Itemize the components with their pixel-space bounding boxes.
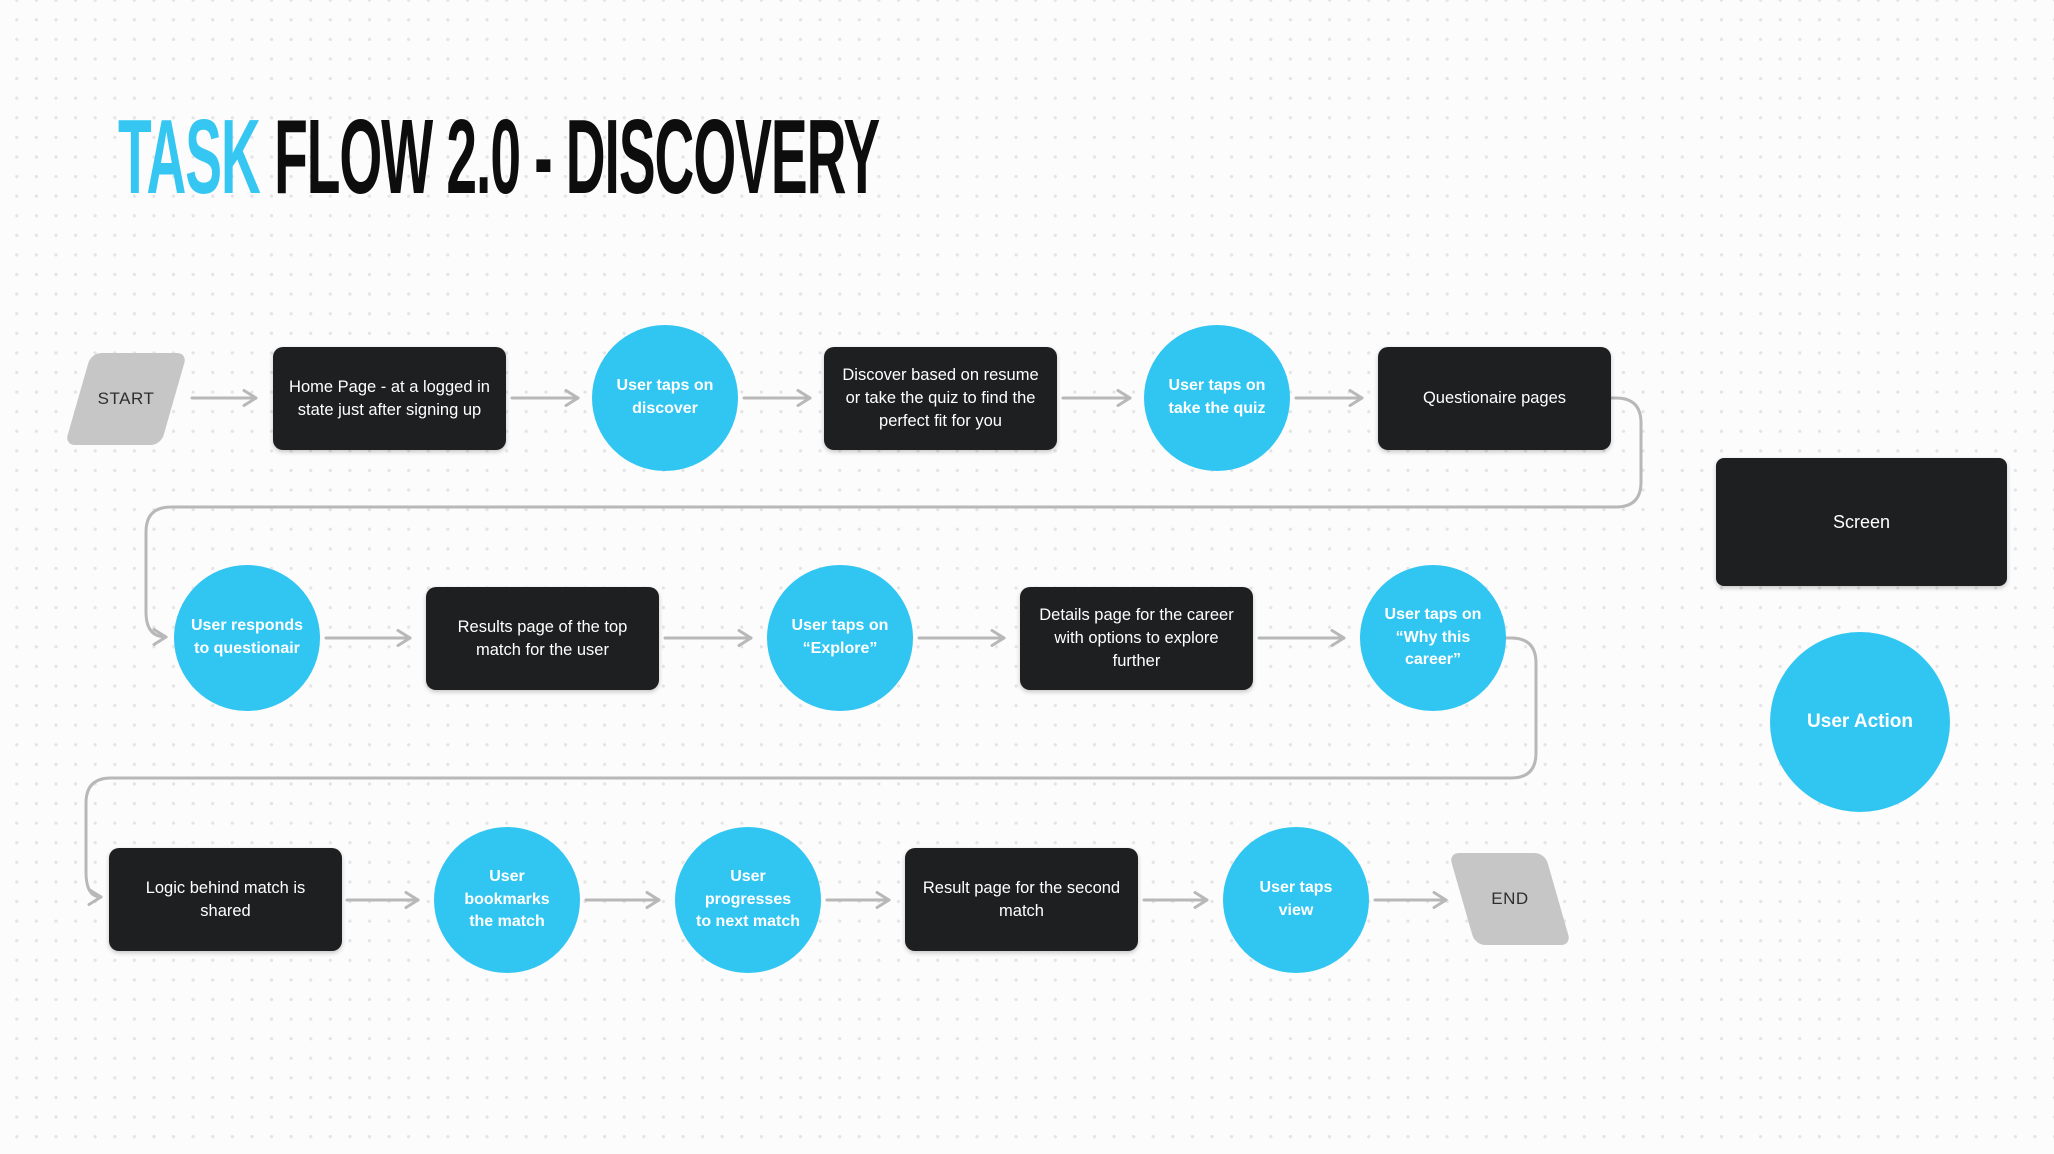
legend-screen-label: Screen — [1832, 511, 1891, 532]
node-home-page[interactable]: Home Page - at a logged in state just af… — [273, 347, 506, 450]
taps-view-label: User taps view — [1259, 879, 1333, 919]
legend-user-action-label: User Action — [1807, 711, 1913, 732]
logic-shared-label: Logic behind match is shared — [145, 878, 306, 920]
discover-prompt-label: Discover based on resume or take the qui… — [842, 366, 1039, 430]
taps-why-career-label: User taps on “Why this career” — [1384, 605, 1482, 669]
page-title-rest: FLOW 2.0 - DISCOVERY — [274, 98, 880, 216]
node-user-taps-quiz[interactable]: User taps on take the quiz — [1144, 325, 1290, 471]
node-results-top-match[interactable]: Results page of the top match for the us… — [426, 587, 659, 690]
node-result-second-match[interactable]: Result page for the second match — [905, 848, 1138, 951]
node-start[interactable]: START — [64, 353, 188, 445]
taps-quiz-label: User taps on take the quiz — [1168, 377, 1266, 417]
responds-questionair-label: User responds to questionair — [190, 617, 304, 657]
end-label: END — [1491, 889, 1529, 908]
node-user-responds-questionair[interactable]: User responds to questionair — [174, 565, 320, 711]
page-title: TASK FLOW 2.0 - DISCOVERY — [118, 104, 880, 210]
legend-user-action[interactable]: User Action — [1770, 632, 1950, 812]
legend-screen[interactable]: Screen — [1716, 458, 2007, 586]
result-second-match-label: Result page for the second match — [922, 878, 1121, 920]
node-end[interactable]: END — [1448, 853, 1572, 945]
node-discover-prompt[interactable]: Discover based on resume or take the qui… — [824, 347, 1057, 450]
taps-explore-label: User taps on “Explore” — [791, 617, 889, 657]
bookmarks-match-label: User bookmarks the match — [464, 867, 550, 931]
home-page-label: Home Page - at a logged in state just af… — [289, 377, 490, 419]
progresses-next-label: User progresses to next match — [696, 867, 801, 931]
details-career-label: Details page for the career with options… — [1039, 606, 1234, 670]
node-user-taps-explore[interactable]: User taps on “Explore” — [767, 565, 913, 711]
node-logic-shared[interactable]: Logic behind match is shared — [109, 848, 342, 951]
taps-discover-label: User taps on discover — [616, 377, 714, 417]
results-top-match-label: Results page of the top match for the us… — [457, 617, 628, 659]
node-details-career[interactable]: Details page for the career with options… — [1020, 587, 1253, 690]
node-user-progresses-next[interactable]: User progresses to next match — [675, 827, 821, 973]
node-user-taps-view[interactable]: User taps view — [1223, 827, 1369, 973]
connector-why-to-logic — [84, 636, 1538, 906]
node-user-taps-why-career[interactable]: User taps on “Why this career” — [1360, 565, 1506, 711]
node-user-bookmarks-match[interactable]: User bookmarks the match — [434, 827, 580, 973]
questionaire-pages-label: Questionaire pages — [1422, 389, 1567, 408]
node-questionaire-pages[interactable]: Questionaire pages — [1378, 347, 1611, 450]
page-title-accent: TASK — [118, 98, 261, 216]
start-label: START — [97, 389, 155, 408]
connector-quest-to-responds — [144, 396, 1643, 646]
node-user-taps-discover[interactable]: User taps on discover — [592, 325, 738, 471]
